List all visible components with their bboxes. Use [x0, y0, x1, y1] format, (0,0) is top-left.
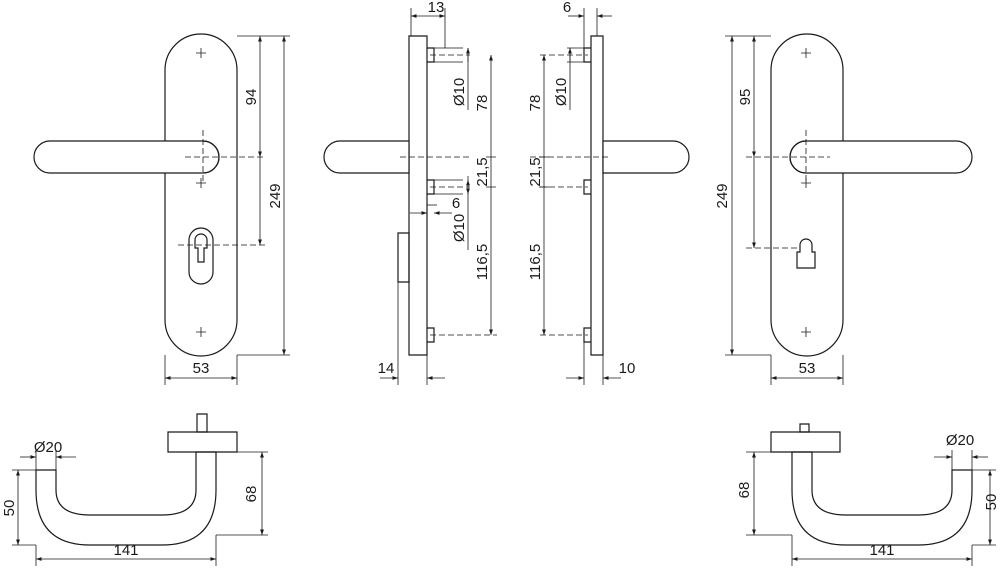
dim-lever-left-50: 50	[1, 500, 18, 517]
dim-side-right-10: 10	[619, 360, 636, 377]
dim-lever-left-141: 141	[113, 542, 138, 559]
lever-top-view-left	[12, 413, 268, 566]
dim-side-left-13: 13	[428, 0, 445, 16]
dim-side-right-78: 78	[527, 95, 544, 112]
dim-lever-right-68: 68	[736, 482, 753, 499]
lever-top-view-right	[746, 423, 996, 566]
dim-lever-right-141: 141	[869, 542, 894, 559]
dim-lever-right-d20: Ø20	[946, 432, 974, 449]
dim-front-left-94: 94	[243, 89, 260, 106]
dim-front-right-249: 249	[714, 183, 731, 208]
side-view-right	[530, 8, 690, 385]
dim-side-right-6: 6	[563, 0, 571, 16]
dim-side-left-d10-top: Ø10	[451, 78, 468, 106]
front-view-right	[725, 33, 973, 385]
dim-lever-left-d20: Ø20	[34, 439, 62, 456]
dim-side-right-21-5: 21,5	[527, 157, 544, 186]
dim-side-right-116-5: 116,5	[527, 244, 544, 280]
dim-side-left-78: 78	[474, 95, 491, 112]
dim-side-left-d10-bottom: Ø10	[451, 214, 468, 242]
dim-lever-left-68: 68	[243, 486, 260, 503]
dim-side-left-116-5: 116,5	[474, 244, 491, 280]
dim-lever-right-50: 50	[983, 494, 1000, 511]
dim-front-left-53: 53	[193, 360, 210, 377]
dim-side-right-d10: Ø10	[553, 78, 570, 106]
front-view-left	[33, 33, 290, 385]
dim-side-left-14: 14	[378, 360, 395, 377]
side-view-left	[323, 8, 497, 385]
dim-front-right-95: 95	[737, 89, 754, 106]
dim-side-left-21-5: 21,5	[474, 157, 491, 186]
dim-side-left-6: 6	[452, 195, 460, 212]
dim-front-left-249: 249	[267, 183, 284, 208]
dim-front-right-53: 53	[799, 360, 816, 377]
